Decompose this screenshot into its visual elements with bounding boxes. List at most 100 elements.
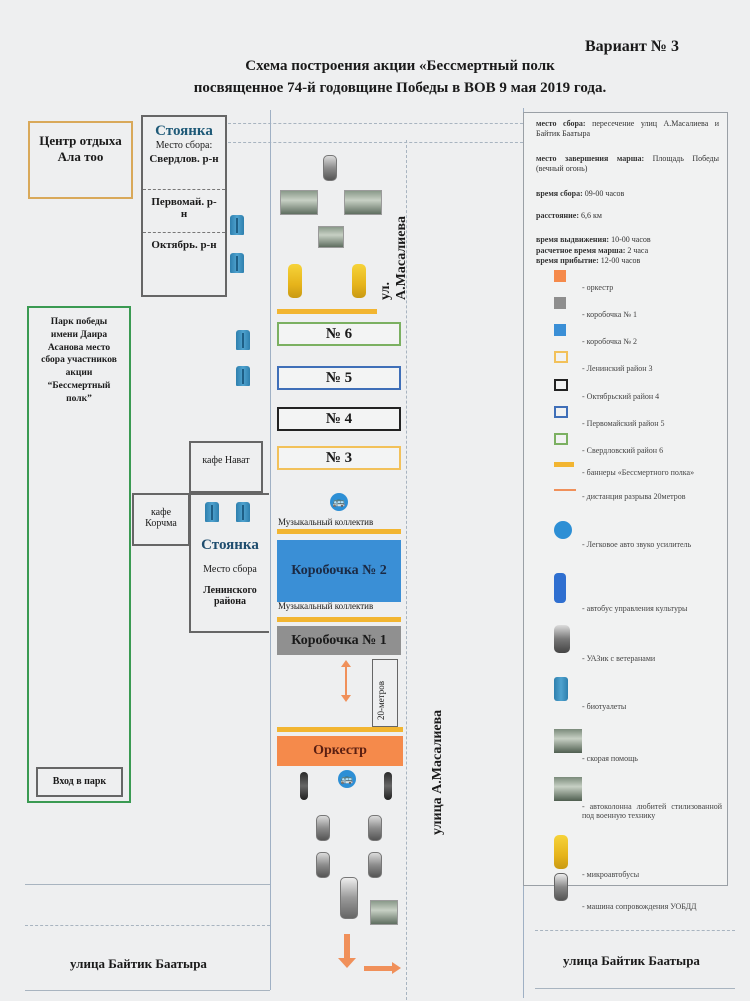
legend-item-label: - оркестр [582, 283, 614, 292]
legend-info-value: 12-00 часов [600, 256, 641, 266]
bio-toilet-icon [205, 502, 219, 522]
street-line [228, 123, 528, 124]
parking-top-subtitle: Место сбора: [155, 140, 213, 151]
legend-info-value: 2 часа [627, 245, 649, 255]
motorcycle-icon [300, 772, 308, 800]
arrow-head-down [341, 695, 351, 702]
parking-bottom-district: Ленинского района [203, 585, 257, 607]
legend-item-label: - автобус управления культуры [582, 604, 688, 613]
legend-info-label: время выдвижения: [536, 235, 612, 245]
music-collective-1: Музыкальный коллектив [278, 517, 374, 527]
variant-label: Вариант № 3 [585, 38, 679, 55]
park-entrance: Вход в парк [36, 767, 123, 797]
parking-top: Стоянка Место сбора: Свердлов. р-н Перво… [141, 115, 227, 297]
uaz-icon [368, 815, 382, 841]
legend-item-label: - баннеры «Бессмертного полка» [582, 468, 695, 477]
legend-item-label: - машина сопровождения УОБДД [582, 902, 697, 911]
bus-sign-icon [554, 521, 572, 539]
legend-info-label: время прибытие: [536, 256, 601, 266]
parking-bottom-subtitle: Место сбора [203, 564, 257, 575]
black-outline-icon [554, 379, 568, 391]
title-line-2: посвященное 74-й годовщине Победы в ВОВ … [193, 80, 607, 96]
yellow-outline-icon [554, 351, 568, 363]
double-arrow-icon [554, 489, 576, 491]
legend-info-value: пересечение улиц А.Масалиева и Байтик Ба… [536, 119, 719, 139]
legend-item-label: - Ленинский район 3 [582, 364, 653, 373]
yellow-minibus-icon [554, 835, 568, 869]
legend-info-line: время сбора: 09-00 часов [536, 189, 719, 199]
legend-info-value: 10-00 часов [611, 235, 651, 245]
legend-item-label: - УАЗик с ветеранами [582, 654, 656, 663]
column-row-4: № 4 [277, 407, 401, 431]
blue-outline-icon [554, 406, 568, 418]
title-line-1: Схема построения акции «Бессмертный полк [245, 58, 555, 74]
green-outline-icon [554, 433, 568, 445]
parking-bottom-title: Стоянка [201, 537, 259, 553]
bio-toilet-icon [230, 215, 244, 235]
legend-info-value: 09-00 часов [584, 188, 625, 198]
bio-toilet-icon [236, 366, 250, 386]
park-label: Парк победы имени Даира Асанова место сб… [41, 317, 117, 404]
ambulance-icon [554, 729, 582, 753]
legend-info-line: место сбора: пересечение улиц А.Масалиев… [536, 119, 719, 140]
sound-car-icon: 🚌 [338, 770, 356, 788]
parking-section-pervomay: Первомай. р-н [151, 196, 217, 220]
distance-label-box: 20-метров [372, 659, 398, 727]
uaz-icon [368, 852, 382, 878]
bio-toilet-icon [554, 677, 568, 701]
legend-item-label: - коробочка № 2 [582, 337, 637, 346]
arrow-head-up [341, 660, 351, 667]
rest-center-label: Центр отдыха Ала тоо [39, 133, 122, 164]
parking-bottom: Стоянка Место сбора Ленинского района [189, 493, 269, 633]
blue-square-icon [554, 324, 566, 336]
legend-panel: место сбора: пересечение улиц А.Масалиев… [523, 112, 728, 911]
street-line [25, 925, 270, 926]
police-car-icon [340, 877, 358, 919]
street-masalieva-full: улица А.Масалиева [430, 709, 445, 835]
parking-top-title: Стоянка [155, 123, 213, 139]
legend-item-label: - биотуалеты [582, 702, 627, 711]
sound-car-icon: 🚌 [330, 493, 348, 511]
box-2: Коробочка № 2 [277, 540, 401, 602]
column-row-5: № 5 [277, 366, 401, 390]
banner [277, 617, 401, 622]
legend-item-label: - автоколонна любитей стилизованной под … [582, 802, 722, 820]
legend-item-label: - Свердловский район 6 [582, 446, 664, 455]
orchestra: Оркестр [277, 736, 403, 766]
legend-info: место сбора: пересечение улиц А.Масалиев… [524, 113, 727, 267]
legend-info-line: время выдвижения: 10-00 часов [536, 235, 719, 245]
ambulance-icon [318, 226, 344, 248]
bio-toilet-icon [230, 253, 244, 273]
bio-toilet-icon [236, 502, 250, 522]
ambulance-icon [370, 900, 398, 925]
park-area: Парк победы имени Даира Асанова место сб… [27, 306, 131, 803]
route-arrow-right-icon [364, 966, 392, 971]
legend-info-line: место завершения марша: Площадь Победы (… [536, 154, 719, 175]
yellow-minibus-icon [288, 264, 302, 298]
legend-info-label: место завершения марша: [536, 153, 653, 163]
motorcycle-icon [384, 772, 392, 800]
distance-label: 20-метров [376, 681, 386, 720]
legend-info-line: время прибытие: 12-00 часов [536, 256, 719, 266]
legend-info-label: место сбора: [536, 119, 593, 128]
parking-section-oktyabr: Октябрь. р-н [151, 239, 217, 251]
military-vehicle-icon [554, 777, 582, 801]
street-line [25, 884, 270, 885]
uaz-icon [554, 625, 570, 653]
column-row-3: № 3 [277, 446, 401, 470]
route-arrow-head [392, 962, 401, 974]
box-1: Коробочка № 1 [277, 626, 401, 655]
uaz-icon [316, 852, 330, 878]
music-collective-2: Музыкальный коллектив [278, 601, 374, 611]
orange-square-icon [554, 270, 566, 282]
route-arrow-head [338, 958, 356, 968]
legend-item-label: - коробочка № 1 [582, 310, 637, 319]
banner [277, 727, 403, 732]
legend-item-label: - микроавтобусы [582, 870, 640, 879]
military-vehicle-icon [280, 190, 318, 215]
distance-arrow-icon [345, 664, 347, 698]
legend-info-label: время сбора: [536, 188, 585, 198]
street-line [228, 142, 528, 143]
legend-item-label: - скорая помощь [582, 754, 638, 763]
banner [277, 309, 377, 314]
